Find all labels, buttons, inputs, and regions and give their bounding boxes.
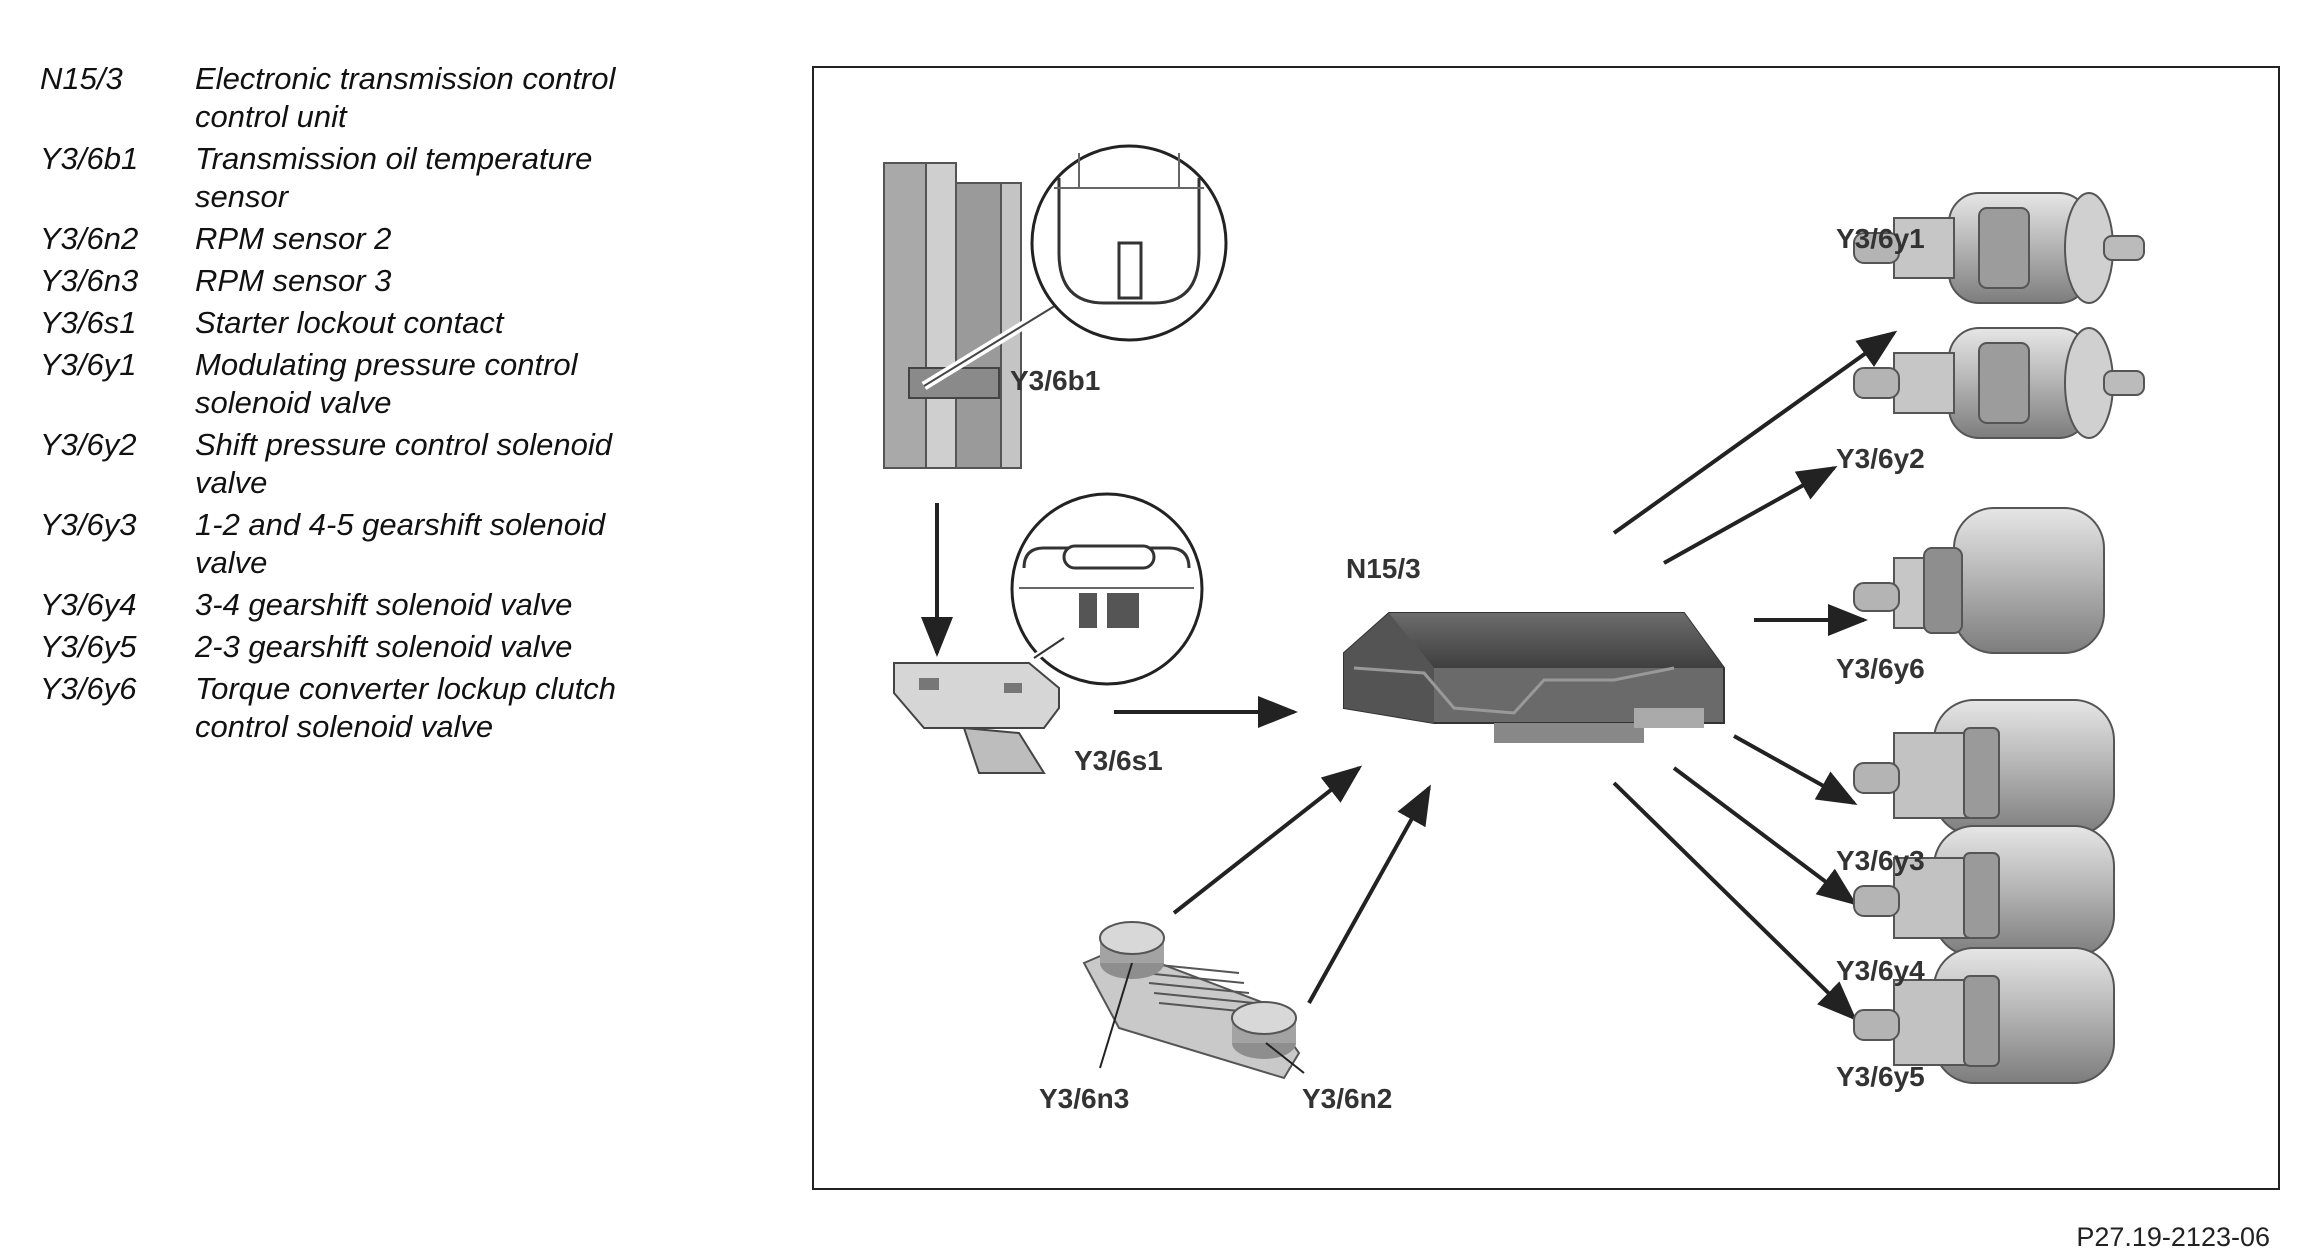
legend-desc: 3-4 gearshift solenoid valve — [195, 587, 573, 622]
legend-row: Y3/6y5 2-3 gearshift solenoid valve — [40, 628, 740, 666]
control-unit-n15-3: N15/3 — [1343, 553, 1725, 743]
temperature-sensor-y3-6b1: Y3/6b1 — [883, 144, 1228, 469]
legend-desc: RPM sensor 2 — [195, 221, 392, 256]
arrow-control-unit-to-y5 — [1612, 781, 1857, 1021]
legend-row: Y3/6s1 Starter lockout contact — [40, 304, 740, 342]
legend-code: Y3/6y3 — [40, 507, 137, 542]
legend-desc: Torque converter lockup clutch control s… — [195, 671, 617, 744]
rpm-sensor-n2 — [1231, 1001, 1297, 1059]
legend-desc: Electronic transmission control control … — [195, 61, 616, 134]
arrow-control-unit-to-y2 — [1663, 466, 1838, 565]
legend-code: Y3/6y5 — [40, 629, 137, 664]
legend-desc: Modulating pressure control solenoid val… — [195, 347, 578, 420]
label-y3-6n2: Y3/6n2 — [1302, 1083, 1392, 1114]
legend-row: Y3/6n2 RPM sensor 2 — [40, 220, 740, 258]
legend-code: N15/3 — [40, 61, 123, 96]
legend: N15/3 Electronic transmission control co… — [40, 60, 740, 750]
arrow-control-unit-to-y3 — [1733, 734, 1858, 805]
legend-row: Y3/6y3 1-2 and 4-5 gearshift solenoid va… — [40, 506, 740, 582]
legend-code: Y3/6n2 — [40, 221, 139, 256]
legend-desc: Shift pressure control solenoid valve — [195, 427, 613, 500]
solenoid-valve-y3-6y2 — [1853, 327, 2145, 439]
solenoid-valve-y3-6y1 — [1853, 192, 2145, 304]
rpm-sensor-assembly: Y3/6n3 Y3/6n2 — [1039, 921, 1392, 1114]
legend-code: Y3/6b1 — [40, 141, 139, 176]
solenoid-valve-y3-6y4 — [1853, 825, 2115, 957]
figure-reference: P27.19-2123-06 — [2076, 1222, 2270, 1252]
legend-code: Y3/6y6 — [40, 671, 137, 706]
legend-desc: Transmission oil temperature sensor — [195, 141, 593, 214]
legend-row: Y3/6y1 Modulating pressure control solen… — [40, 346, 740, 422]
legend-desc: 2-3 gearshift solenoid valve — [195, 629, 573, 664]
label-y3-6n3: Y3/6n3 — [1039, 1083, 1129, 1114]
legend-row: Y3/6y4 3-4 gearshift solenoid valve — [40, 586, 740, 624]
legend-code: Y3/6y2 — [40, 427, 137, 462]
legend-desc: Starter lockout contact — [195, 305, 504, 340]
legend-row: Y3/6n3 RPM sensor 3 — [40, 262, 740, 300]
label-n15-3: N15/3 — [1346, 553, 1421, 584]
contact-detail-inset — [1019, 544, 1194, 628]
arrow-control-unit-to-y1 — [1612, 330, 1898, 535]
legend-code: Y3/6y4 — [40, 587, 137, 622]
legend-code: Y3/6s1 — [40, 305, 137, 340]
diagram-canvas: Y3/6b1 Y3/6s1 — [883, 144, 2145, 1114]
legend-code: Y3/6n3 — [40, 263, 139, 298]
legend-desc: 1-2 and 4-5 gearshift solenoid valve — [195, 507, 606, 580]
sensor-pins — [1138, 962, 1260, 1014]
label-y3-6y5: Y3/6y5 — [1836, 1061, 1925, 1092]
solenoid-valve-y3-6y5 — [1853, 947, 2115, 1084]
legend-row: N15/3 Electronic transmission control co… — [40, 60, 740, 136]
legend-row: Y3/6y6 Torque converter lockup clutch co… — [40, 670, 740, 746]
legend-code: Y3/6y1 — [40, 347, 137, 382]
arrow-control-unit-to-y4 — [1672, 766, 1858, 906]
label-y3-6y2: Y3/6y2 — [1836, 443, 1925, 474]
sensor-detail-inset — [1054, 153, 1204, 305]
rpm-sensor-n3 — [1099, 921, 1165, 979]
label-y3-6y3: Y3/6y3 — [1836, 845, 1925, 876]
solenoid-valve-y3-6y6: Y3/6y6 — [1836, 507, 2105, 684]
label-y3-6s1: Y3/6s1 — [1074, 745, 1163, 776]
legend-row: Y3/6y2 Shift pressure control solenoid v… — [40, 426, 740, 502]
legend-desc: RPM sensor 3 — [195, 263, 392, 298]
label-y3-6y4: Y3/6y4 — [1836, 955, 1925, 986]
label-y3-6y1: Y3/6y1 — [1836, 223, 1925, 254]
solenoid-valve-y3-6y3 — [1853, 699, 2115, 836]
label-y3-6y6: Y3/6y6 — [1836, 653, 1925, 684]
legend-row: Y3/6b1 Transmission oil temperature sens… — [40, 140, 740, 216]
diagram-frame: Y3/6b1 Y3/6s1 — [812, 66, 2280, 1190]
starter-lockout-contact-y3-6s1: Y3/6s1 — [893, 492, 1204, 776]
label-y3-6b1: Y3/6b1 — [1010, 365, 1100, 396]
arrow-n2-to-control-unit — [1307, 784, 1431, 1004]
arrow-n3-to-control-unit — [1172, 765, 1363, 915]
